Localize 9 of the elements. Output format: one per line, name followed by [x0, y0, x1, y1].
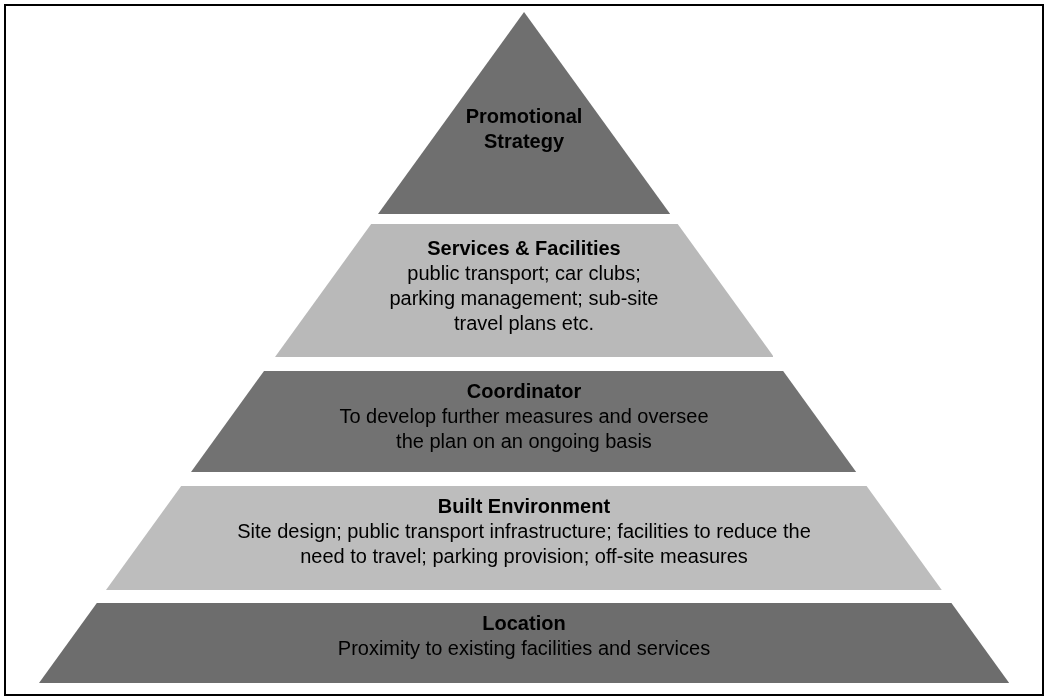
tier-description: Proximity to existing facilities and services [336, 636, 712, 661]
tier-heading: Built Environment [436, 494, 612, 519]
tier-heading: Location [481, 611, 567, 636]
tier-description: To develop further measures and oversee the plan on an ongoing basis [338, 404, 710, 454]
tier-description: public transport; car clubs; parking management; sub-site travel plans etc. [388, 261, 660, 336]
tier-heading: Promotional Strategy [464, 104, 584, 154]
tier-heading: Services & Facilities [426, 236, 622, 261]
tier-heading: Coordinator [465, 379, 583, 404]
tier-description: Site design; public transport infrastructure; facilities to reduce the need to travel; parking provision; off-site measures [236, 519, 812, 569]
